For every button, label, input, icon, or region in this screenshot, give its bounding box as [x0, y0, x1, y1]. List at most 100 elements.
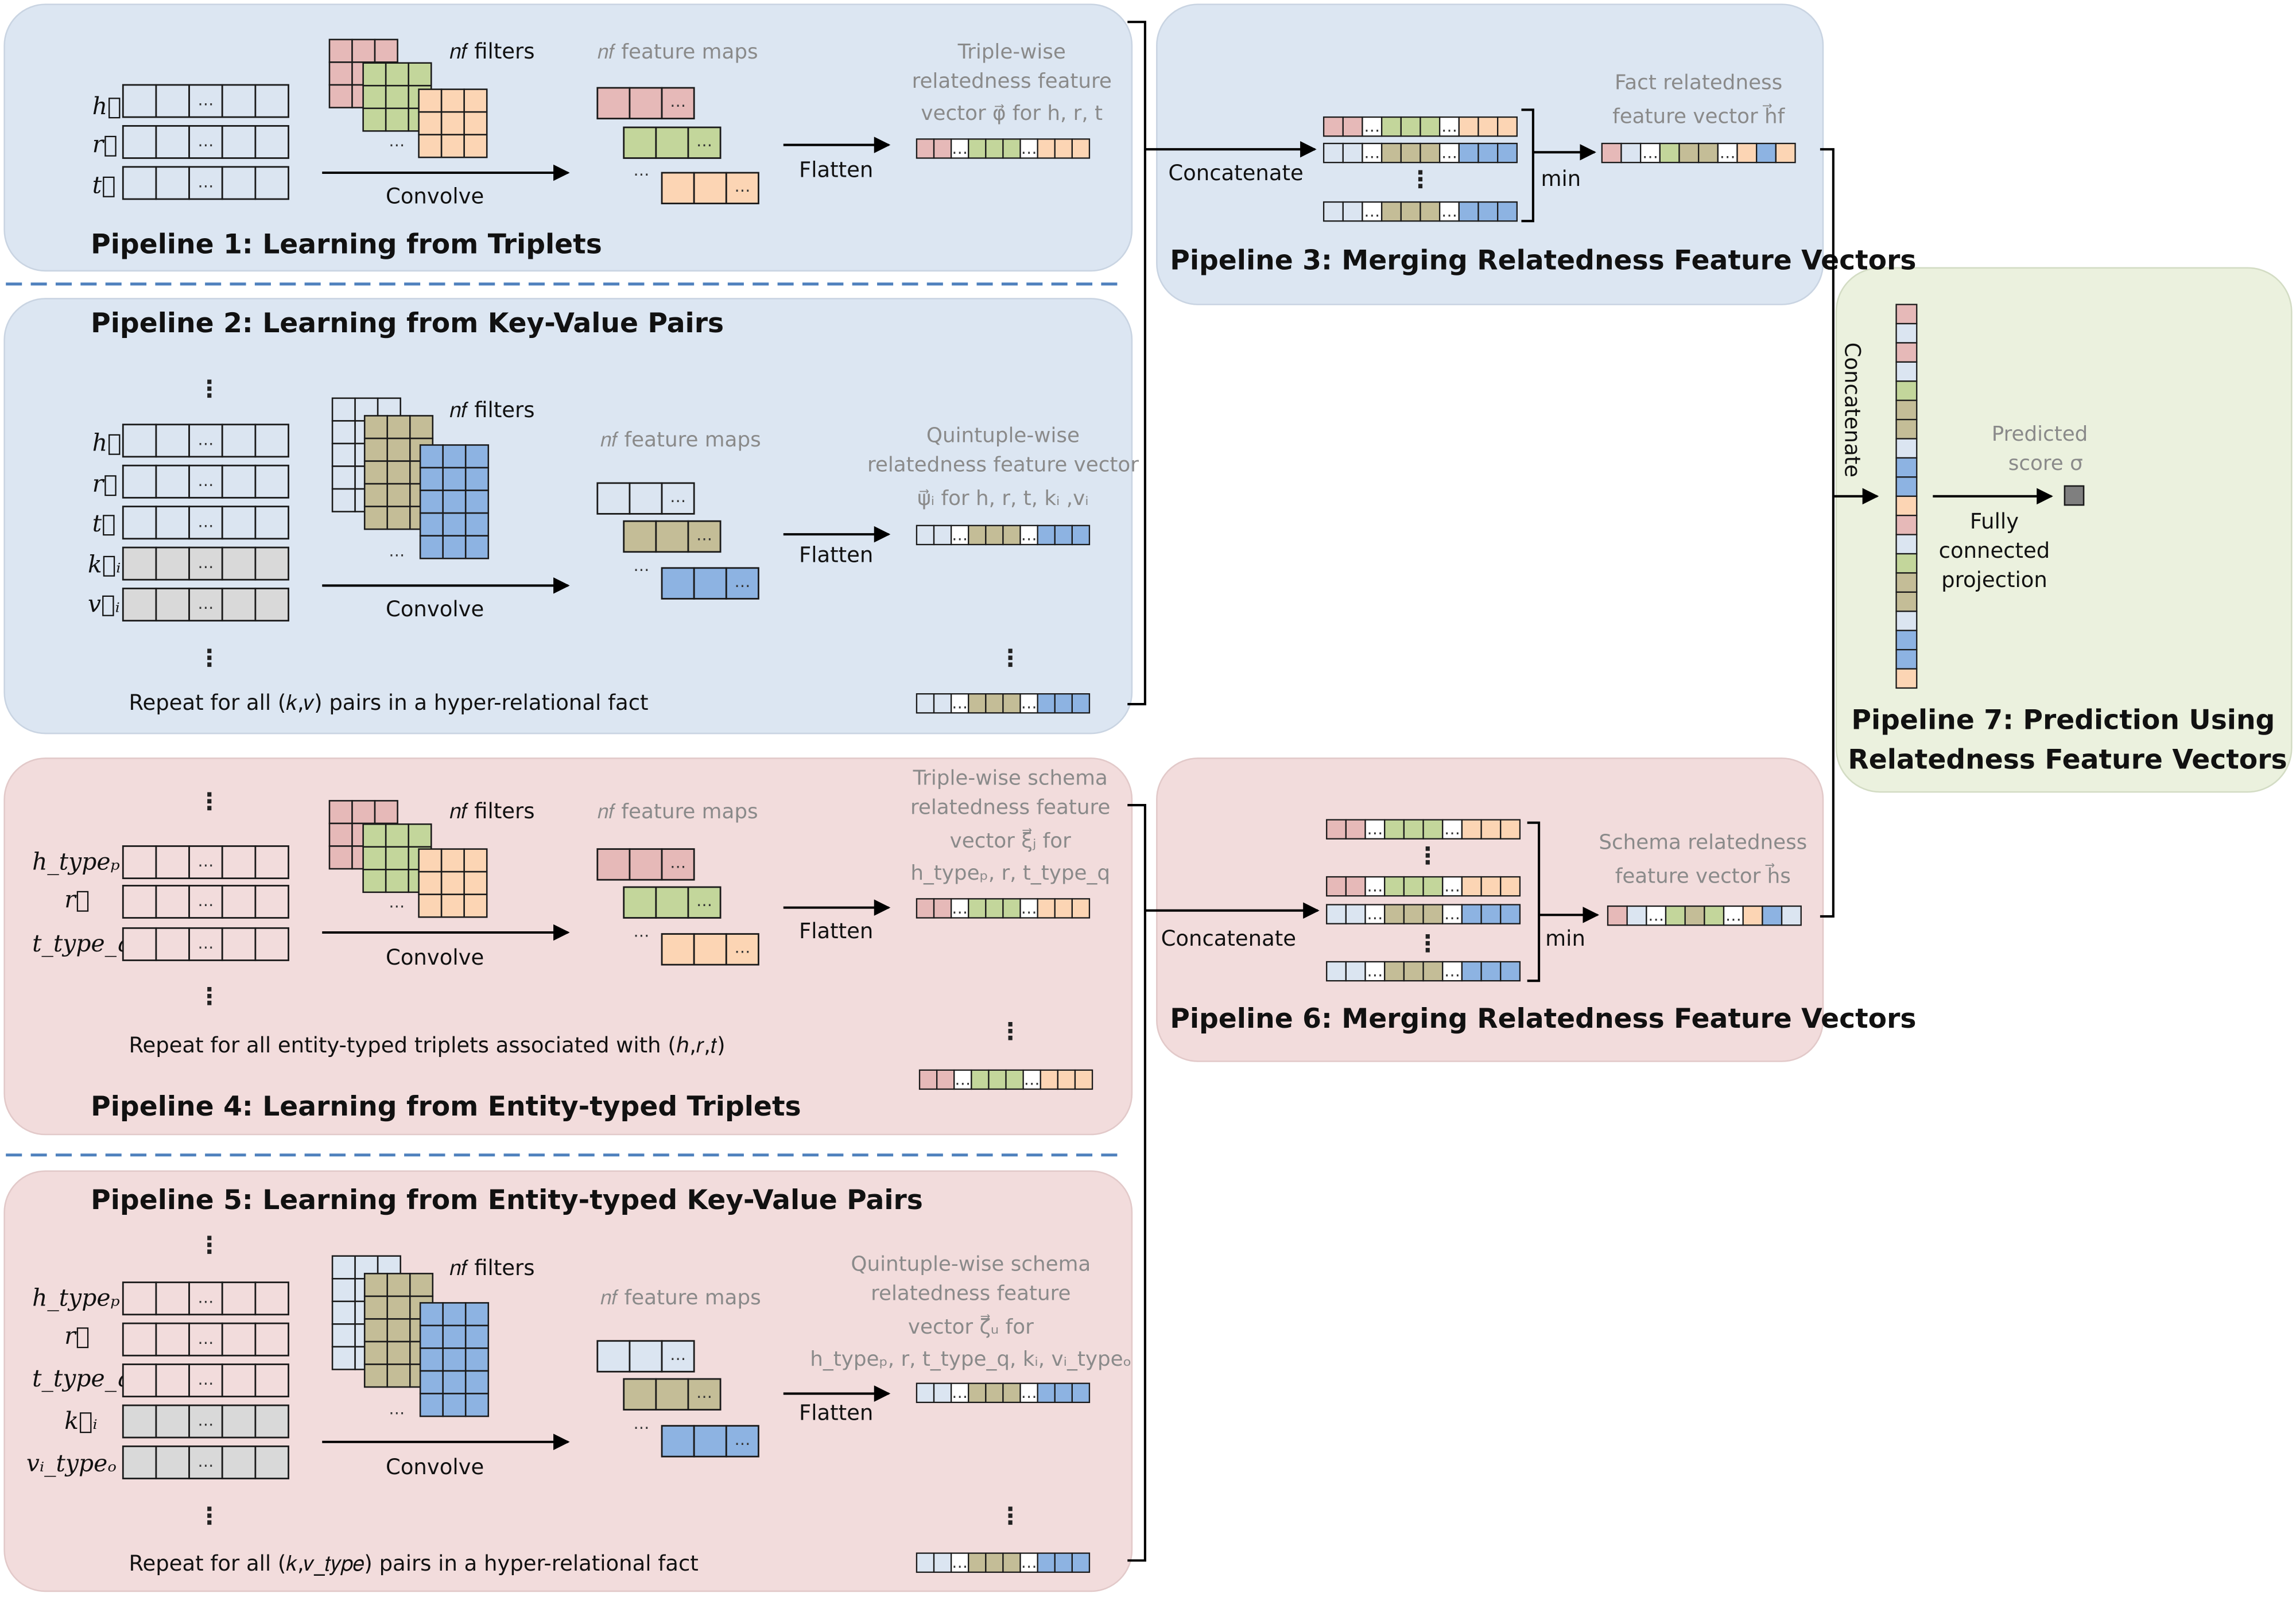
p4-vector-caption-1: Triple-wise schema: [913, 766, 1108, 790]
p5-vector-last-cell-0: [916, 1552, 935, 1573]
p3-min-bracket: [1521, 108, 1534, 223]
p5-input-htype-label: h_typeₚ: [32, 1284, 120, 1311]
p1-input-h-ellipsis: …: [197, 91, 214, 110]
p5-fmap-lightblue-cell-0: [596, 1340, 631, 1373]
p2-filter-blue-cell-3-2: [464, 512, 490, 537]
p5-filter-ellipsis: …: [389, 1399, 405, 1418]
p5-filter-blue-cell-3-2: [464, 1370, 490, 1394]
p6-stack-pgo-2-cell-5: [1422, 876, 1444, 897]
p1-input-r-cell-2: [188, 125, 223, 159]
p2-input-t-ellipsis: …: [197, 512, 214, 531]
p2-vector-cell-1: [933, 524, 952, 546]
p3-vector-caption-2: feature vector h⃗f: [1612, 103, 1785, 129]
p6-stack-pgo-2-cell-2: [1364, 876, 1386, 897]
p2-input-t-cell-1: [155, 506, 190, 540]
p4-vector-last-cell-1: [936, 1069, 955, 1090]
p5-vector-cell-1: [933, 1382, 952, 1404]
p4-filter-orange-cell-2-2: [463, 893, 488, 918]
p2-input-k-cell-0: [122, 546, 157, 581]
p3-stack-pgo-ellipsis: …: [1364, 117, 1380, 136]
p1-fmap-pink-cell-1: [629, 87, 663, 120]
p6-stack-pgo-cell-9: [1500, 819, 1521, 840]
p4-filter-orange-cell-2-0: [418, 893, 443, 918]
p3-stack-lob-1-cell-8: [1477, 142, 1499, 164]
p2-filters-label: 𝑛𝑓 filters: [449, 398, 534, 422]
p2-vector-cell-5: [1002, 524, 1021, 546]
p1-vector-caption-1: Triple-wise: [957, 40, 1066, 64]
p2-vector-last-cell-8: [1054, 693, 1073, 714]
p6-min-label: min: [1545, 926, 1585, 951]
p3-stack-pgo-ellipsis: …: [1441, 117, 1457, 136]
p2-vector-last-ellipsis: …: [1021, 694, 1037, 713]
p4-filter-green-cell-0-1: [385, 823, 410, 848]
p7-projection-label-3: projection: [1941, 568, 2047, 592]
p5-input-htype-cell-2: [188, 1281, 223, 1316]
p1-filter-green-cell-0-2: [408, 62, 432, 87]
p1-fmap-orange-ellipsis: …: [734, 177, 750, 196]
p4-filter-pink-cell-0-1: [351, 800, 376, 825]
p4-input-htype-ellipsis: …: [197, 852, 214, 871]
p4-fmap-orange-cell-2: [725, 933, 759, 966]
p3-stack-lob-1-cell-4: [1400, 142, 1421, 164]
p3-fact-vector-cell-8: [1756, 142, 1777, 164]
p2-filter-blue-cell-3-1: [442, 512, 467, 537]
p1-input-t-cell-2: [188, 166, 223, 200]
p2-flatten-label: Flatten: [799, 543, 873, 568]
p5-input-ttype-ellipsis: …: [197, 1370, 214, 1389]
p6-stack-pgo-cell-1: [1345, 819, 1366, 840]
diagram-marks: …………………………⋮……………⋮…………………⋮………………⋮…………⋮…………: [122, 21, 2085, 1573]
p4-filter-pink-cell-0-2: [374, 800, 398, 825]
p5-top-vdots: ⋮: [197, 1231, 221, 1259]
p2-input-r-ellipsis: …: [197, 471, 214, 490]
p2-filter-olive-cell-3-0: [363, 483, 389, 507]
p5-vector-cell-8: [1054, 1382, 1073, 1404]
p5-vector-cell-7: [1037, 1382, 1056, 1404]
p6-stack-pgo-2-cell-8: [1480, 876, 1502, 897]
p6-stack-pgo-cell-2: [1364, 819, 1386, 840]
p2-input-k-cell-4: [254, 546, 289, 581]
p3-stack-lob-1-cell-7: [1458, 142, 1479, 164]
p3-stack-lob-2-cell-9: [1497, 201, 1518, 222]
p6-stack-pgo-cell-7: [1461, 819, 1482, 840]
p3-stack-pgo-cell-2: [1362, 116, 1383, 137]
p6-stack-pgo-2-ellipsis: …: [1444, 877, 1460, 896]
p1-filter-green-cell-0-0: [362, 62, 387, 87]
p6-schema-vector-cell-3: [1665, 905, 1686, 926]
p6-vector-caption-2: feature vector h⃗s: [1615, 863, 1791, 888]
p1-filter-orange-cell-2-1: [440, 134, 465, 158]
p6-schema-vector-cell-0: [1607, 905, 1628, 926]
p4-feature-maps-label: 𝑛𝑓 feature maps: [598, 800, 758, 823]
p5-input-r-ellipsis: …: [197, 1329, 214, 1348]
p4-fmap-pink-cell-0: [596, 848, 631, 881]
p3-fact-vector-cell-4: [1678, 142, 1700, 164]
p5-filter-blue-cell-1-2: [464, 1324, 490, 1349]
p4-input-ttype-cell-1: [155, 927, 190, 961]
p2-input-r-label: r⃗: [92, 470, 118, 498]
p2-input-r-cell-3: [221, 464, 257, 499]
p1-filter-orange-cell-0-2: [463, 88, 488, 113]
p6-stack-pgo-ellipsis: …: [1367, 819, 1383, 838]
p1-filter-orange-cell-2-0: [418, 134, 443, 158]
p2-filter-olive-cell-0-1: [386, 415, 411, 440]
p2-vector-ellipsis: …: [952, 525, 968, 544]
p4-vector-last-cell-7: [1040, 1069, 1058, 1090]
p1-filter-orange-cell-0-0: [418, 88, 443, 113]
p2-input-r-cell-0: [122, 464, 157, 499]
p5-vector-last-cell-7: [1037, 1552, 1056, 1573]
p5-filter-olive-cell-3-0: [363, 1340, 389, 1365]
p1-filter-orange-cell-2-2: [463, 134, 488, 158]
p1-filter-green-cell-1-1: [385, 84, 410, 110]
p7-concat-vector-cell-13: [1895, 553, 1918, 574]
p4-vector-vdots: ⋮: [999, 1017, 1022, 1045]
p4-input-htype-label: h_typeₚ: [32, 848, 120, 875]
p1-input-r-ellipsis: …: [197, 131, 214, 150]
p2-input-v-cell-3: [221, 588, 257, 622]
p2-fmap-olive-cell-1: [655, 520, 689, 553]
p5-vector-caption-1: Quintuple-wise schema: [851, 1252, 1091, 1276]
p6-schema-vector-cell-7: [1742, 905, 1763, 926]
p7-concat-vector-cell-15: [1895, 591, 1918, 612]
p4-input-ttype-cell-4: [254, 927, 289, 961]
p5-filter-blue-cell-0-0: [419, 1302, 444, 1327]
p4-filters-label: 𝑛𝑓 filters: [449, 799, 534, 823]
